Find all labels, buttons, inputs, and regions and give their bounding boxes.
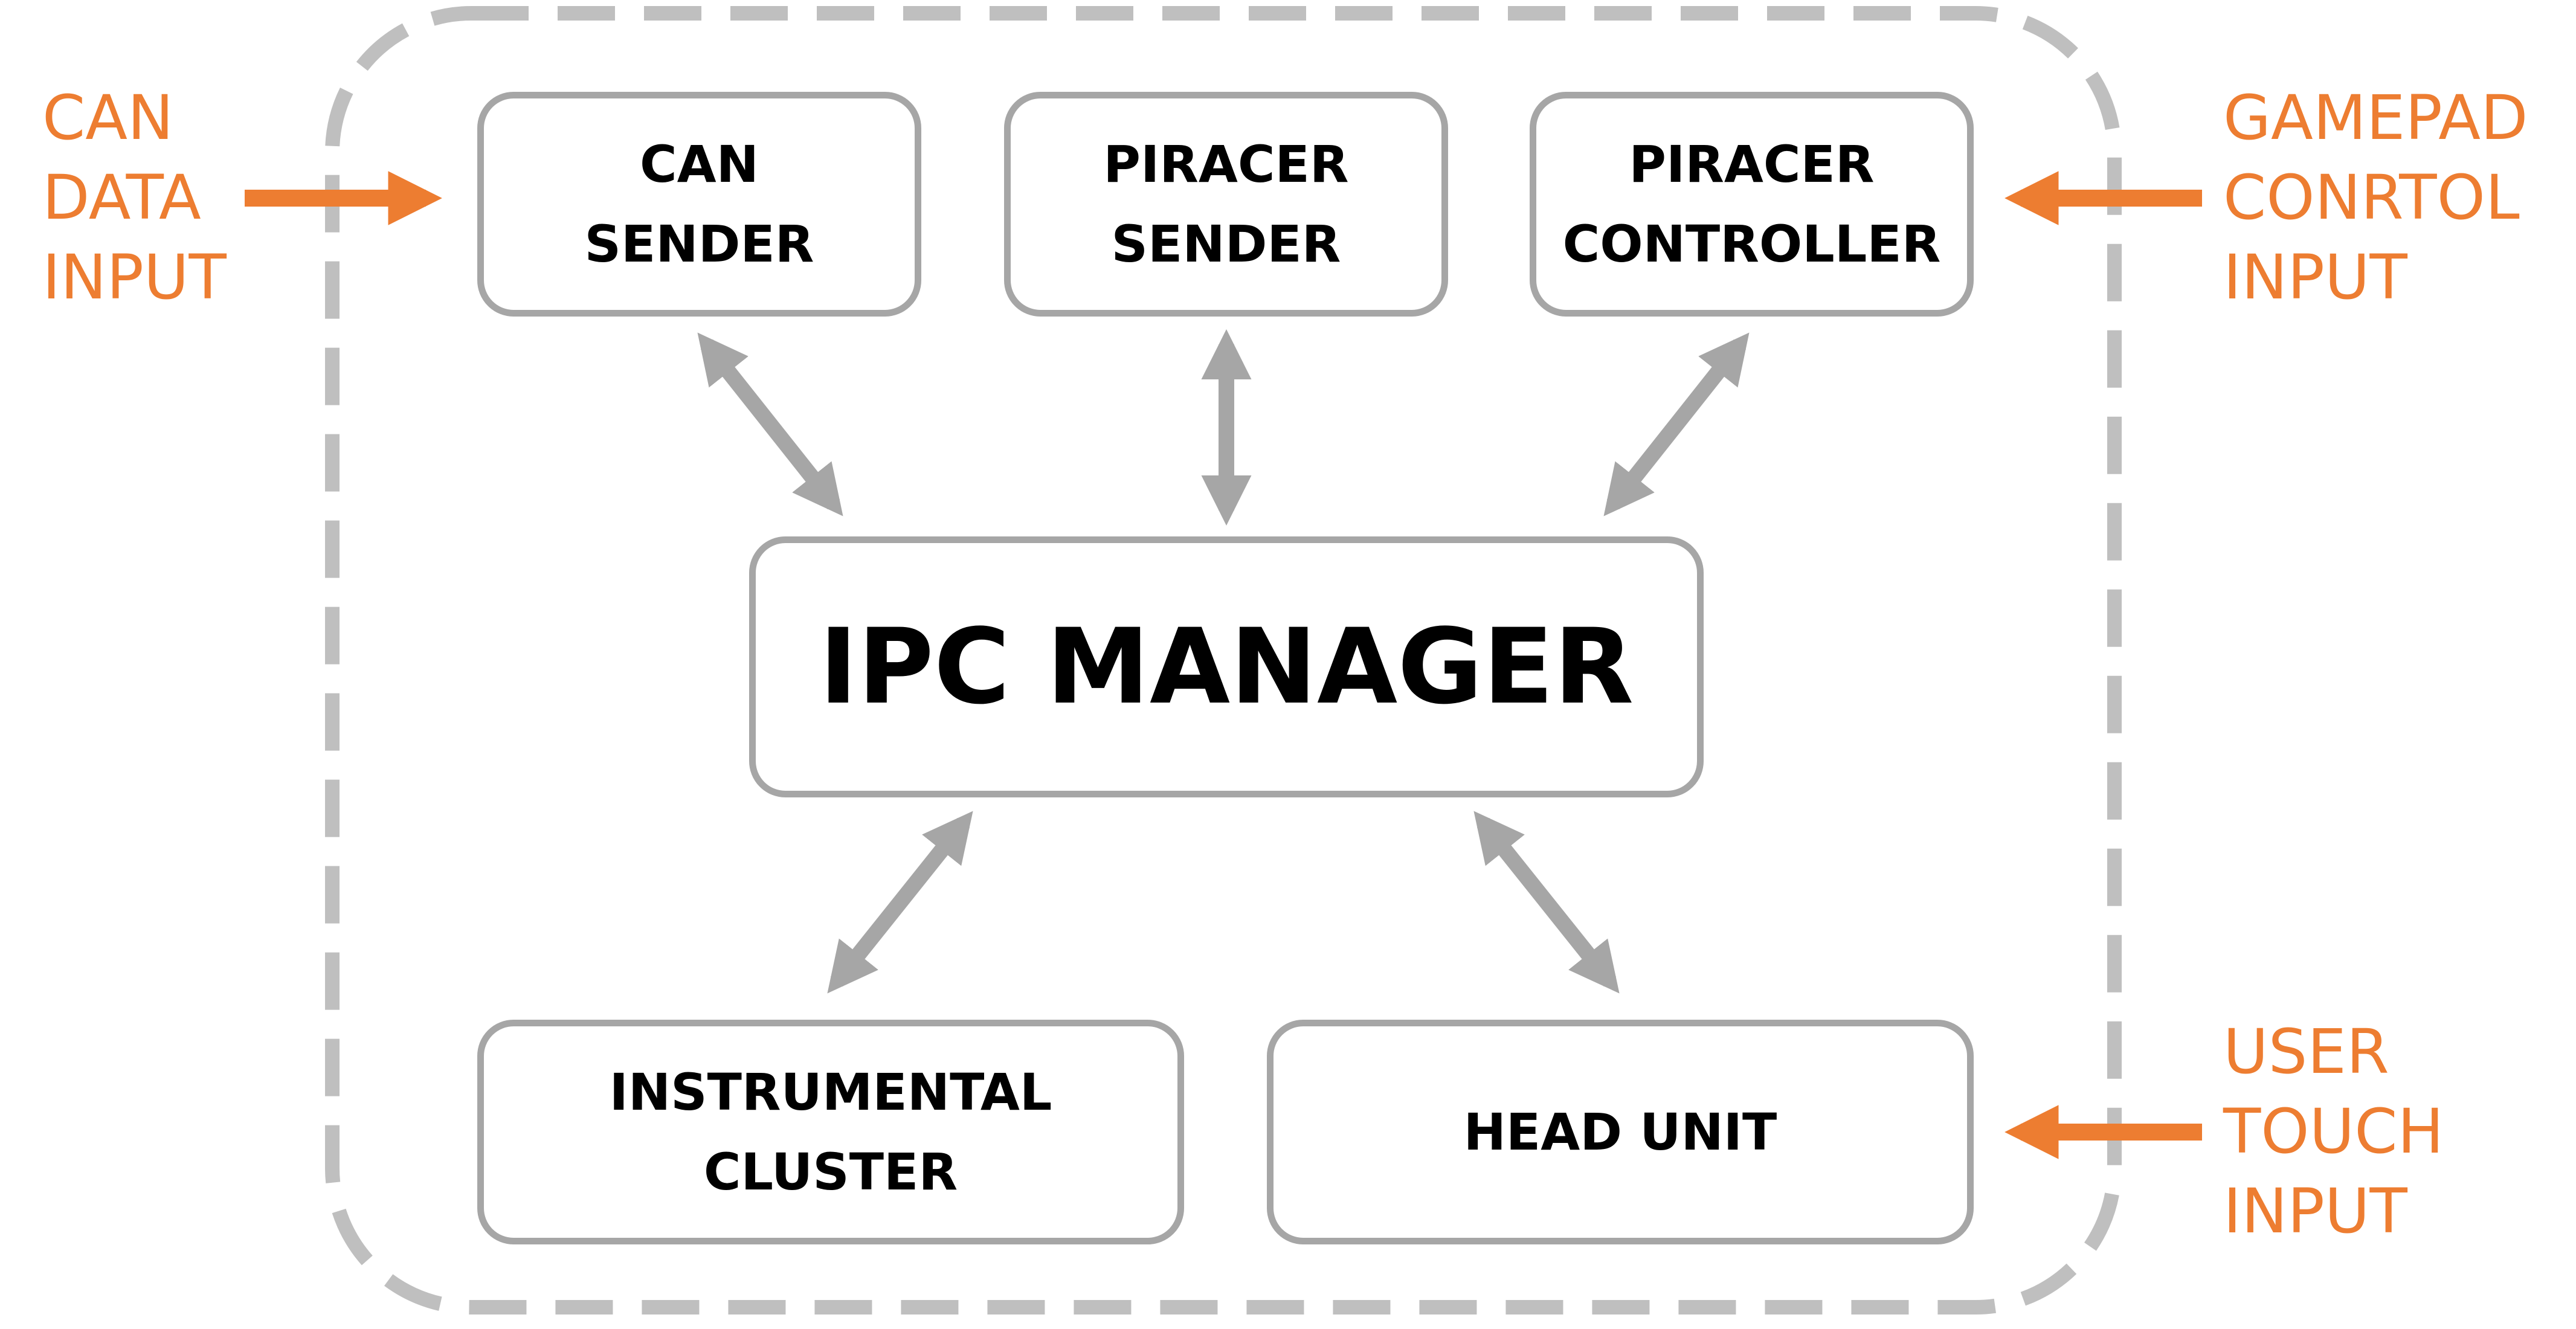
can-sender-label-line-2: SENDER (584, 214, 814, 274)
piracer-controller-label-line-2: CONTROLLER (1562, 214, 1941, 274)
can-data-input-line-3: INPUT (42, 242, 227, 314)
piracer-controller-label-line-1: PIRACER (1629, 135, 1875, 194)
ipc-manager-box: IPC MANAGER (749, 536, 1704, 797)
user-touch-input-line-3: INPUT (2223, 1176, 2407, 1247)
head-unit-label: HEAD UNIT (1463, 1102, 1777, 1162)
gamepad-control-input-label: GAMEPAD CONRTOL INPUT (2223, 79, 2528, 318)
user-touch-input-line-1: USER (2223, 1016, 2389, 1088)
instrumental-cluster-box: INSTRUMENTAL CLUSTER (477, 1020, 1184, 1244)
piracer-sender-label-line-2: SENDER (1111, 214, 1341, 274)
ipc-manager-label: IPC MANAGER (819, 606, 1634, 727)
instrumental-cluster-label-line-1: INSTRUMENTAL (609, 1063, 1052, 1122)
piracer-sender-label-line-1: PIRACER (1103, 135, 1349, 194)
piracer-controller-box: PIRACER CONTROLLER (1530, 92, 1974, 317)
head-unit-box: HEAD UNIT (1267, 1020, 1974, 1244)
can-data-input-line-1: CAN (42, 82, 174, 154)
user-touch-input-line-2: TOUCH (2223, 1096, 2444, 1168)
gamepad-control-input-line-1: GAMEPAD (2223, 82, 2528, 154)
gamepad-control-input-line-2: CONRTOL (2223, 162, 2520, 234)
arrow-piracer-controller-ipc-manager (1603, 332, 1750, 516)
system-boundary (325, 6, 2122, 1315)
gamepad-control-input-line-3: INPUT (2223, 242, 2407, 314)
can-sender-label-line-1: CAN (640, 135, 759, 194)
piracer-sender-box: PIRACER SENDER (1004, 92, 1448, 317)
arrow-can-sender-ipc-manager (697, 332, 843, 516)
can-data-input-line-2: DATA (42, 162, 201, 234)
instrumental-cluster-label-line-2: CLUSTER (703, 1142, 958, 1202)
can-data-input-label: CAN DATA INPUT (42, 79, 227, 318)
arrow-ipc-manager-instrumental-cluster (827, 811, 973, 994)
arrow-ipc-manager-head-unit (1473, 811, 1620, 994)
user-touch-input-label: USER TOUCH INPUT (2223, 1012, 2444, 1252)
can-sender-box: CAN SENDER (477, 92, 921, 317)
